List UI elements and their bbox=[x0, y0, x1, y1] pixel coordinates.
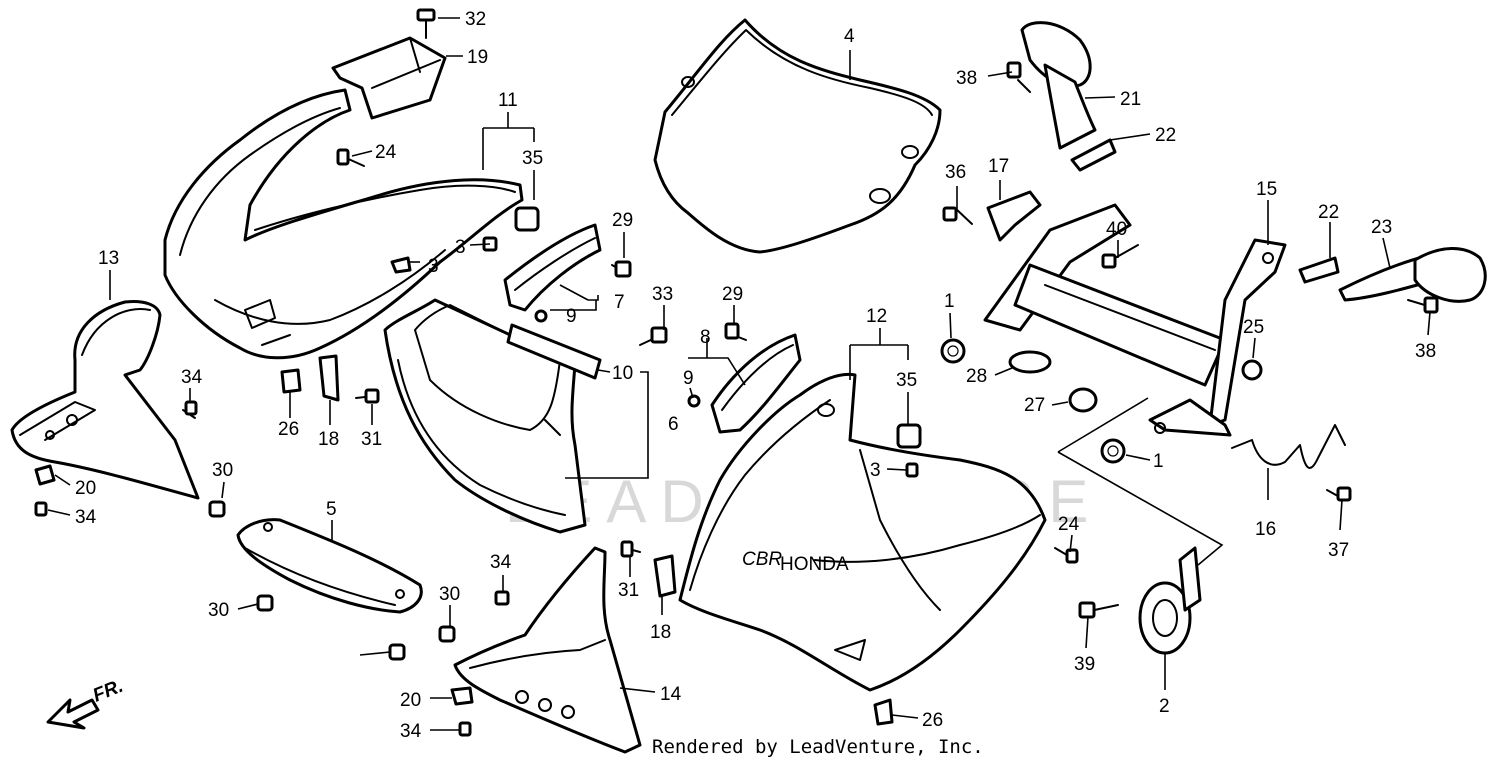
callout-28: 28 bbox=[966, 366, 987, 387]
callout-3: 3 bbox=[455, 237, 466, 258]
callout-22: 22 bbox=[1318, 202, 1339, 223]
callout-38: 38 bbox=[956, 68, 977, 89]
callout-19: 19 bbox=[467, 47, 488, 68]
decal-cbr: CBR bbox=[742, 549, 782, 570]
lower-strip-5 bbox=[236, 518, 423, 614]
callout-18: 18 bbox=[318, 429, 339, 450]
callout-6: 6 bbox=[668, 414, 679, 435]
nut-25 bbox=[1241, 359, 1263, 381]
direction-label: FR. bbox=[90, 676, 126, 707]
callout-29: 29 bbox=[612, 210, 633, 231]
callout-26: 26 bbox=[278, 419, 299, 440]
callout-13: 13 bbox=[98, 248, 119, 269]
bracket-22b bbox=[1298, 256, 1340, 284]
callout-31: 31 bbox=[618, 580, 639, 601]
windscreen bbox=[653, 18, 942, 254]
callout-34: 34 bbox=[75, 507, 97, 528]
callout-23: 23 bbox=[1371, 217, 1392, 238]
credit-text: Rendered by LeadVenture, Inc. bbox=[652, 736, 984, 758]
callout-30: 30 bbox=[212, 460, 233, 481]
callout-27: 27 bbox=[1024, 395, 1045, 416]
horn-2 bbox=[1138, 546, 1202, 655]
callout-30: 30 bbox=[208, 600, 229, 621]
callout-7: 7 bbox=[614, 292, 625, 313]
callout-4: 4 bbox=[844, 26, 855, 47]
callout-18: 18 bbox=[650, 622, 671, 643]
callout-15: 15 bbox=[1256, 179, 1277, 200]
side-panel-13 bbox=[10, 300, 200, 500]
callout-26: 26 bbox=[922, 710, 943, 731]
mirror-23 bbox=[1338, 247, 1487, 303]
lower-panel-14 bbox=[453, 546, 642, 754]
callout-30: 30 bbox=[439, 584, 460, 605]
clamp-28 bbox=[1008, 350, 1052, 374]
callout-2: 2 bbox=[1159, 696, 1170, 717]
collar-35a bbox=[514, 206, 540, 232]
callout-1: 1 bbox=[944, 291, 955, 312]
callout-34: 34 bbox=[181, 367, 203, 388]
bracket-7 bbox=[503, 223, 602, 312]
callout-9: 9 bbox=[566, 306, 577, 327]
mirror-21 bbox=[1020, 21, 1097, 150]
collar-35b bbox=[896, 423, 922, 449]
callout-labels: 32 19 11 24 35 3 3 13 34 20 34 30 26 18 … bbox=[75, 9, 1436, 742]
callout-24: 24 bbox=[1058, 514, 1080, 535]
callout-39: 39 bbox=[1074, 654, 1095, 675]
bracket-19 bbox=[331, 36, 447, 120]
callout-31: 31 bbox=[361, 429, 382, 450]
callout-1: 1 bbox=[1153, 451, 1164, 472]
wire-16 bbox=[1231, 424, 1346, 469]
grommet-1b bbox=[1100, 438, 1126, 464]
callout-21: 21 bbox=[1120, 89, 1141, 110]
callout-8: 8 bbox=[700, 327, 711, 348]
callout-17: 17 bbox=[988, 156, 1009, 177]
leader-lines bbox=[47, 17, 1431, 731]
callout-11: 11 bbox=[498, 90, 518, 111]
headlight-6 bbox=[383, 298, 587, 534]
callout-34: 34 bbox=[490, 552, 512, 573]
callout-20: 20 bbox=[75, 478, 96, 499]
bolt-32 bbox=[416, 8, 436, 39]
callout-3: 3 bbox=[428, 256, 439, 277]
callout-37: 37 bbox=[1328, 540, 1349, 561]
callout-22: 22 bbox=[1155, 125, 1176, 146]
grommet-1a bbox=[940, 338, 966, 364]
bracket-22a bbox=[1070, 138, 1117, 172]
frame-stay-15 bbox=[983, 203, 1287, 437]
callout-14: 14 bbox=[660, 684, 682, 705]
callout-20: 20 bbox=[400, 690, 421, 711]
callout-40: 40 bbox=[1106, 219, 1127, 240]
clamp-27 bbox=[1068, 387, 1098, 413]
callout-35: 35 bbox=[522, 148, 543, 169]
callout-34: 34 bbox=[400, 721, 422, 742]
callout-3: 3 bbox=[870, 460, 881, 481]
callout-33: 33 bbox=[652, 284, 673, 305]
callout-32: 32 bbox=[465, 9, 486, 30]
front-direction-arrow-icon bbox=[46, 698, 100, 730]
callout-35: 35 bbox=[896, 370, 917, 391]
callout-9: 9 bbox=[683, 368, 694, 389]
strip-10 bbox=[506, 323, 602, 380]
callout-38: 38 bbox=[1415, 341, 1436, 362]
callout-10: 10 bbox=[612, 363, 633, 384]
callout-12: 12 bbox=[866, 306, 887, 327]
callout-16: 16 bbox=[1255, 519, 1276, 540]
decal-honda: HONDA bbox=[780, 554, 849, 575]
upper-cowl bbox=[163, 88, 524, 360]
callout-24: 24 bbox=[375, 142, 397, 163]
callout-36: 36 bbox=[945, 162, 966, 183]
callout-25: 25 bbox=[1243, 317, 1264, 338]
middle-cowl bbox=[678, 372, 1047, 692]
bolts bbox=[34, 61, 1439, 737]
callout-29: 29 bbox=[722, 284, 743, 305]
callout-5: 5 bbox=[326, 499, 337, 520]
bracket-17 bbox=[986, 190, 1042, 242]
